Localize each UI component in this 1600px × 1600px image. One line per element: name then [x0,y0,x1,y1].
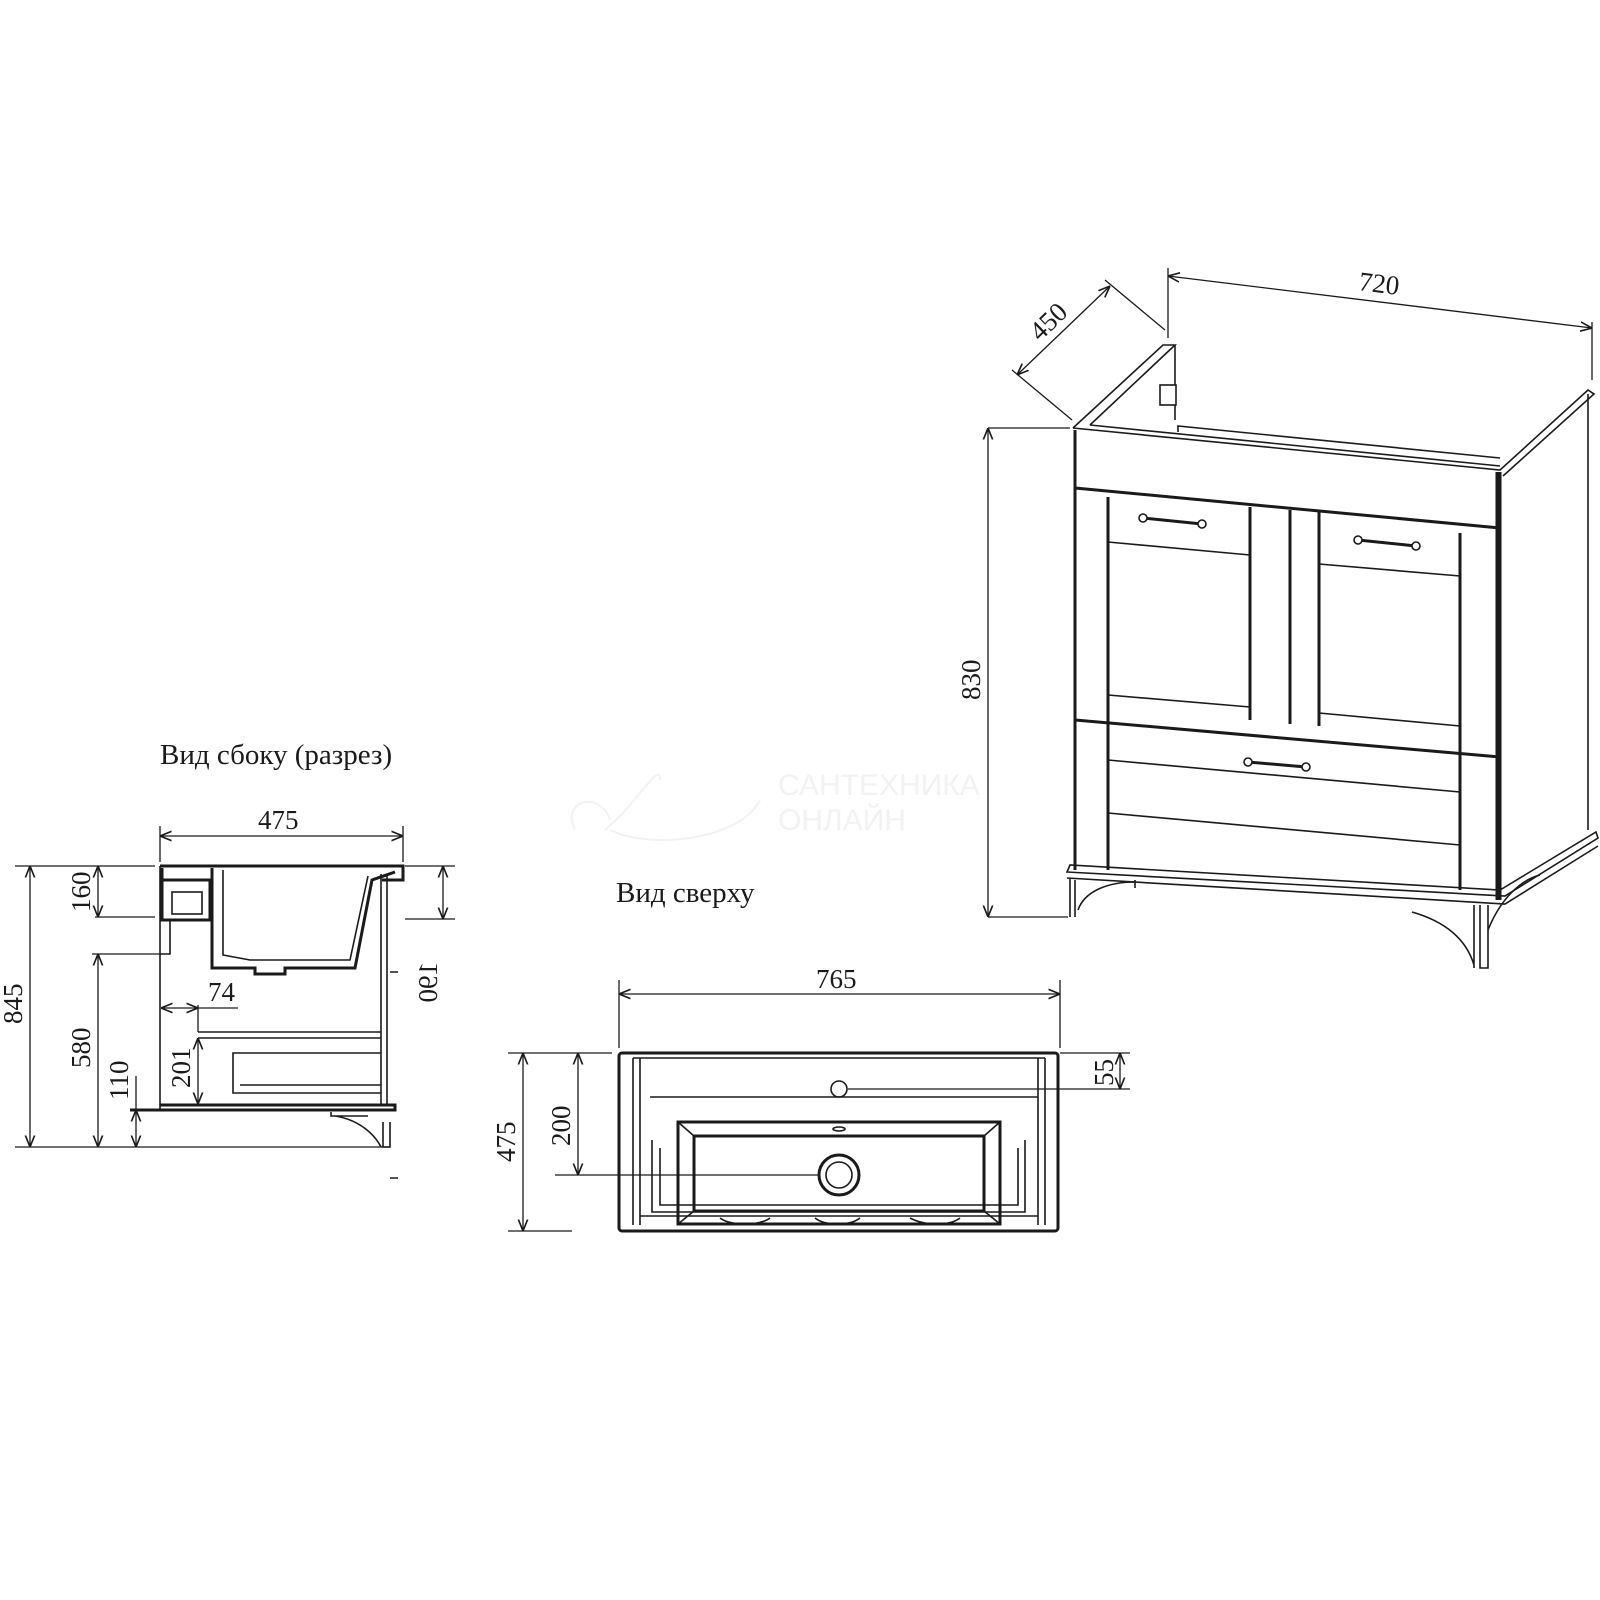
dim-extension [15,865,390,1148]
siphon-block [171,891,203,915]
siphon-fitting [1159,384,1177,406]
handle-knob [1411,541,1421,551]
drawer-top [198,1031,381,1039]
handle-knob [1138,513,1148,523]
sink-outline [617,1051,1060,1233]
countertop-outline [160,864,405,882]
dim-sink-height-label: 160 [66,872,96,913]
dim-extension [197,1005,238,1032]
dim-width-label: 765 [816,964,857,994]
side-view-title: Вид сбоку (разрез) [160,739,392,771]
drain-outer [817,1153,861,1197]
overflow-hole [832,1126,846,1132]
watermark-line2: ОНЛАЙН [778,803,906,837]
front-left-leg [1069,878,1136,917]
cabinet-rails [1074,486,1501,759]
dim-siphon-label: 580 [66,1028,96,1069]
dim-depth-label: 450 [1023,297,1073,347]
drawer-box [232,1052,381,1094]
back-compartment [160,868,212,922]
front-panel [380,874,388,1105]
dim-leg-height-label: 110 [104,1061,134,1101]
dim-drawer-offset-label: 74 [208,977,236,1007]
iso-view: 830 720 450 [956,266,1599,969]
basin-corners [677,1121,1001,1225]
dim-tap-offset-label: 55 [1089,1059,1119,1086]
dim-height-label: 830 [956,660,986,701]
handle-knob [1197,519,1207,529]
door-handles [1142,516,1417,769]
basin-inner [692,1134,986,1213]
front-right-leg [1411,905,1489,969]
side-view: Вид сбоку (разрез) 475 845 160 580 110 1… [0,739,455,1179]
back-panel-step [160,919,171,955]
dim-extension [405,865,455,920]
base-plate [130,1103,397,1112]
dim-extension [508,1052,1130,1232]
countertop-back [1089,345,1501,467]
countertop-edge [1072,344,1596,477]
dim-extension [988,427,1070,918]
dim-line-720 [1168,276,1592,328]
leg [330,1112,391,1148]
plinth [1065,830,1599,905]
sink-basin-outer [210,868,396,976]
handle-outlines [640,1215,1038,1225]
dim-line-450 [1017,286,1110,375]
watermark: САНТЕХНИКА ОНЛАЙН [570,769,980,841]
cabinet-outline [651,1140,1026,1213]
dim-depth-label: 475 [258,805,299,835]
dim-total-height-label: 845 [0,984,28,1025]
handles [390,971,398,1179]
dim-width-label: 720 [1357,266,1401,301]
handle-knob [1301,762,1311,772]
dim-depth-label: 475 [491,1122,521,1163]
dim-sink-overall-label: 190 [413,962,443,1003]
watermark-line1: САНТЕХНИКА [778,769,980,802]
dim-extension [1011,268,1593,421]
side-leg [1487,874,1541,931]
door-panels [1107,541,1461,846]
watermark-logo [570,773,761,841]
top-view-title: Вид сверху [616,877,755,909]
tap-hole [830,1080,848,1098]
top-view: Вид сверху 765 475 200 55 [491,877,1130,1233]
handle-knob [1353,535,1363,545]
cabinet-sides [1073,430,1502,900]
sink-rim [632,1057,1046,1225]
cabinet-stiles [1106,497,1462,890]
handle-knob [1243,757,1253,767]
sink-basin-inner [222,870,369,961]
drain-inner [825,1161,853,1189]
dim-drain-offset-label: 200 [546,1106,576,1147]
dim-drawer-height-label: 201 [166,1048,196,1089]
